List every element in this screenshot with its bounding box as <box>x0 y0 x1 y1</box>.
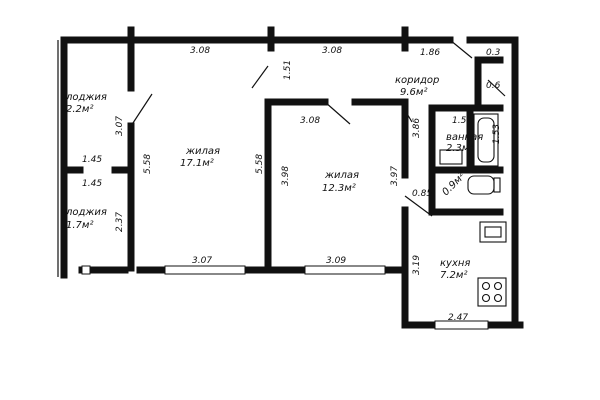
dim-door-085: 0.85 <box>412 189 432 199</box>
dim-living-left-w: 5.58 <box>143 154 153 174</box>
dim-wall-151: 1.51 <box>283 60 293 80</box>
living-right-area: 12.3м² <box>322 183 356 194</box>
dim-living-right-h: 3.98 <box>281 166 291 186</box>
living-right-name: жилая <box>324 170 359 181</box>
dim-living-right-side: 3.97 <box>390 166 400 186</box>
dim-living-right-top: 3.08 <box>300 116 320 126</box>
dim-top-right: 1.86 <box>420 48 440 58</box>
bathroom-name: ванная <box>446 132 483 143</box>
fixtures <box>439 113 507 307</box>
dim-loggia-w1: 1.45 <box>82 155 102 165</box>
dim-corridor-h: 3.86 <box>412 118 422 138</box>
dim-top-mid: 3.08 <box>322 46 342 56</box>
corridor-area: 9.6м² <box>400 87 427 98</box>
dim-living-left-h: 5.58 <box>255 154 265 174</box>
walls <box>57 26 524 329</box>
dim-bath-h: 1.53 <box>492 124 502 144</box>
dim-kitchen-h: 3.19 <box>412 255 422 275</box>
dim-closet-h: 0.6 <box>486 81 501 91</box>
kitchen-name: кухня <box>440 258 470 269</box>
wc-area: 0.9м² <box>440 171 467 198</box>
living-left-area: 17.1м² <box>180 158 214 169</box>
dimension-labels: 3.08 3.08 1.86 0.3 0.6 1.51 5.58 5.58 3.… <box>82 46 502 323</box>
bathroom-area: 2.3м² <box>446 143 473 154</box>
dim-loggia-top-h: 3.07 <box>115 116 125 136</box>
living-left-name: жилая <box>185 146 220 157</box>
loggia-top-name: лоджия <box>65 92 107 103</box>
dim-closet-w: 0.3 <box>486 48 501 58</box>
loggia-bottom-name: лоджия <box>65 207 107 218</box>
dim-loggia-bottom-h: 2.37 <box>115 212 125 232</box>
dim-kitchen-w: 2.47 <box>448 313 468 323</box>
dim-bottom-mid: 3.09 <box>326 256 346 266</box>
windows <box>81 265 489 330</box>
corridor-name: коридор <box>395 75 439 86</box>
dim-bath-w: 1.51 <box>452 116 472 126</box>
room-labels: лоджия 2.2м² лоджия 1.7м² жилая 17.1м² ж… <box>65 75 483 281</box>
loggia-top-area: 2.2м² <box>66 104 93 115</box>
door-swings <box>130 39 506 217</box>
dim-top-left: 3.08 <box>190 46 210 56</box>
dim-loggia-w2: 1.45 <box>82 179 102 189</box>
kitchen-area: 7.2м² <box>440 270 467 281</box>
loggia-bottom-area: 1.7м² <box>66 220 93 231</box>
dim-bottom-left: 3.07 <box>192 256 212 266</box>
